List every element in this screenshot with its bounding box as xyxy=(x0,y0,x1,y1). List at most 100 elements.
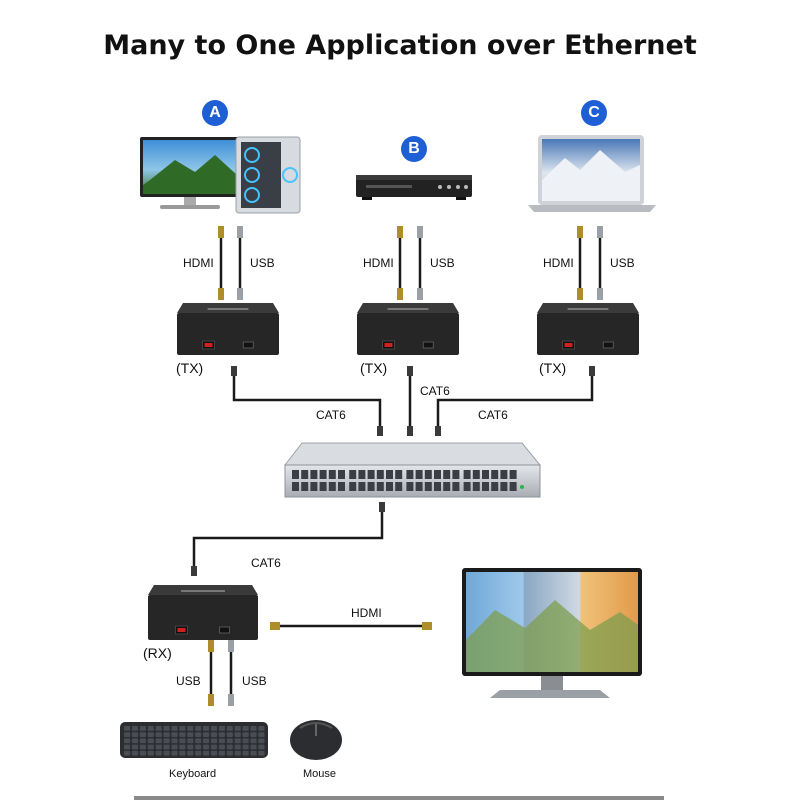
keyboard-key xyxy=(250,732,257,737)
keyboard-key xyxy=(131,726,139,731)
keyboard-key xyxy=(226,744,233,750)
cat6-label-mid: CAT6 xyxy=(420,384,450,398)
mouse xyxy=(290,720,342,760)
rx-usb-right-label: USB xyxy=(242,674,267,688)
keyboard-key xyxy=(250,744,257,750)
source-b-badge: B xyxy=(401,136,427,162)
switch-port xyxy=(491,482,499,491)
switch-port xyxy=(424,470,432,479)
source-b-hdmi-label: HDMI xyxy=(363,256,394,270)
source-b-dvd-player xyxy=(356,175,472,200)
keyboard-key xyxy=(187,726,194,731)
switch-port xyxy=(463,470,471,479)
switch-port xyxy=(292,482,299,491)
switch-port xyxy=(319,470,327,479)
keyboard-key xyxy=(139,744,146,750)
network-switch xyxy=(283,442,542,498)
switch-port xyxy=(434,482,441,491)
keyboard-key xyxy=(155,750,162,756)
keyboard-key xyxy=(124,726,131,731)
keyboard-key xyxy=(226,738,233,744)
keyboard-key xyxy=(203,738,210,744)
switch-port xyxy=(500,482,508,491)
keyboard-key xyxy=(203,744,210,750)
keyboard-key xyxy=(195,750,202,756)
keyboard-key xyxy=(195,732,202,737)
switch-port xyxy=(349,470,357,479)
keyboard-key xyxy=(155,732,162,737)
keyboard-key xyxy=(203,750,210,756)
cat6-label-left: CAT6 xyxy=(316,408,346,422)
keyboard-key xyxy=(171,738,178,744)
keyboard-key xyxy=(139,732,146,737)
keyboard-key xyxy=(258,744,265,750)
source-b-tx-label: (TX) xyxy=(360,360,388,376)
keyboard-key xyxy=(258,732,265,737)
keyboard-key xyxy=(131,738,139,744)
keyboard-key xyxy=(242,726,249,731)
switch-port xyxy=(367,470,375,479)
keyboard-key xyxy=(171,750,178,756)
keyboard-key xyxy=(187,738,194,744)
switch-port xyxy=(472,482,480,491)
switch-port xyxy=(386,470,393,479)
switch-port xyxy=(310,470,318,479)
source-a-usb-label: USB xyxy=(250,256,275,270)
switch-port xyxy=(406,470,414,479)
keyboard-key xyxy=(147,738,154,744)
switch-port xyxy=(415,470,423,479)
keyboard-key xyxy=(226,750,233,756)
source-c-tx-label: (TX) xyxy=(539,360,567,376)
source-c-tx-box xyxy=(537,303,639,355)
keyboard-key xyxy=(258,726,265,731)
keyboard-label: Keyboard xyxy=(169,768,217,780)
switch-port xyxy=(338,470,345,479)
switch-port xyxy=(376,470,384,479)
source-a-monitor xyxy=(140,137,240,209)
keyboard-key xyxy=(250,726,257,731)
switch-port xyxy=(509,470,517,479)
switch-port xyxy=(472,470,480,479)
keyboard-key xyxy=(218,744,225,750)
switch-port xyxy=(328,470,336,479)
source-a-hdmi-label: HDMI xyxy=(183,256,214,270)
source-a-badge: A xyxy=(202,100,228,126)
source-c-usb-label: USB xyxy=(610,256,635,270)
switch-port xyxy=(491,470,499,479)
switch-port xyxy=(301,470,309,479)
rx-label: (RX) xyxy=(143,645,172,661)
switch-port xyxy=(367,482,375,491)
keyboard-key xyxy=(124,744,131,750)
keyboard-key xyxy=(218,738,225,744)
keyboard-key xyxy=(203,732,210,737)
keyboard-key xyxy=(226,732,233,737)
switch-port xyxy=(292,470,299,479)
keyboard-key xyxy=(234,750,241,756)
hdmi-label-rx: HDMI xyxy=(351,606,382,620)
keyboard-key xyxy=(187,732,194,737)
source-b-tx-box xyxy=(357,303,459,355)
keyboard-key xyxy=(179,744,186,750)
keyboard-key xyxy=(195,726,202,731)
keyboard-key xyxy=(179,750,186,756)
switch-port xyxy=(338,482,345,491)
switch-port xyxy=(500,470,508,479)
keyboard-key xyxy=(258,750,265,756)
keyboard-key xyxy=(139,750,146,756)
keyboard-key xyxy=(139,726,146,731)
keyboard-key xyxy=(187,750,194,756)
keyboard-key xyxy=(203,726,210,731)
keyboard-key xyxy=(131,750,139,756)
switch-port xyxy=(509,482,517,491)
diagram-title: Many to One Application over Ethernet xyxy=(103,30,697,61)
source-a-pc-tower xyxy=(235,136,301,214)
rj45-connectors xyxy=(191,366,595,630)
rx-box xyxy=(148,585,258,640)
keyboard-key xyxy=(155,726,162,731)
keyboard-key xyxy=(124,738,131,744)
switch-port xyxy=(301,482,309,491)
keyboard-key xyxy=(210,726,218,731)
keyboard-key xyxy=(171,732,178,737)
switch-port xyxy=(452,470,460,479)
